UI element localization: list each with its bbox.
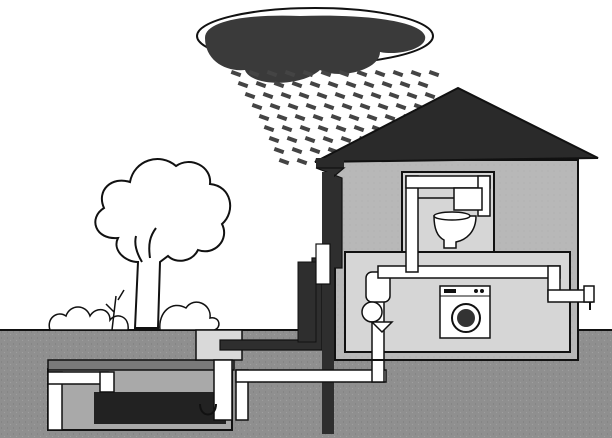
rain-streak — [309, 80, 321, 89]
rain-streak — [334, 92, 346, 100]
rain-streak — [388, 92, 400, 100]
rain-streak — [417, 81, 429, 89]
rain-streak — [410, 70, 422, 78]
rain-streak — [399, 81, 411, 89]
rain-streak — [317, 125, 329, 133]
rain-streak — [280, 92, 292, 100]
rain-streak — [244, 92, 256, 100]
rain-streak — [294, 114, 306, 122]
rain-streak — [263, 125, 275, 133]
rain-streak — [273, 147, 285, 155]
rain-streak — [356, 70, 368, 78]
rain-streak — [366, 114, 378, 122]
rain-streak — [392, 69, 404, 78]
shrubs — [48, 289, 220, 331]
rain-streak — [348, 114, 360, 122]
rain-streak — [278, 158, 290, 166]
rain-streak — [309, 147, 321, 155]
outdoor-tap-icon — [583, 285, 595, 310]
rain-streak — [302, 70, 314, 78]
rain-streak — [338, 70, 350, 78]
rain-streak — [258, 114, 270, 122]
toilet-icon — [418, 187, 483, 249]
rain-streak — [286, 135, 298, 144]
rain-cloud-icon — [196, 7, 434, 83]
rain-streak — [296, 158, 308, 166]
rain-streak — [374, 70, 386, 78]
rain-streak — [298, 92, 310, 100]
rain-streak — [299, 125, 311, 133]
rain-streak — [268, 136, 280, 144]
rain-streak — [352, 92, 364, 100]
rain-streak — [251, 103, 263, 111]
rain-streak — [262, 92, 274, 100]
rain-streak — [323, 103, 335, 111]
rain-streak — [266, 70, 278, 78]
rain-streak — [230, 70, 242, 78]
rain-streak — [359, 103, 371, 111]
rain-streak — [291, 147, 303, 155]
rain-streak — [377, 103, 389, 111]
rain-streak — [335, 125, 347, 133]
rain-streak — [284, 70, 296, 78]
stored-water — [94, 392, 226, 424]
rain-streak — [255, 81, 267, 89]
rain-streak — [406, 92, 418, 100]
rain-streak — [381, 81, 393, 89]
rain-streak — [353, 125, 365, 133]
rain-streak — [370, 92, 382, 100]
rain-streak — [330, 114, 342, 122]
rain-streak — [312, 114, 324, 122]
underground-cistern — [47, 359, 235, 431]
filter-unit — [195, 329, 243, 421]
overflow-pipe — [47, 371, 115, 431]
rain-streak — [322, 136, 334, 144]
rain-streak — [291, 81, 303, 89]
pump-icon — [361, 301, 394, 334]
rain-streak — [363, 81, 375, 89]
rain-streak — [424, 92, 436, 100]
rain-streak — [281, 125, 293, 133]
rain-streak — [304, 136, 316, 144]
rain-streak — [341, 103, 353, 111]
rain-streak — [320, 70, 332, 78]
rain-streak — [276, 114, 288, 122]
rain-streak — [305, 103, 317, 111]
rain-streak — [345, 81, 357, 89]
rain-streak — [428, 70, 440, 78]
tree-icon — [94, 158, 231, 329]
rain-streak — [384, 114, 396, 122]
rain-streak — [269, 103, 281, 111]
rain-streak — [248, 70, 260, 78]
rain-streak — [287, 103, 299, 111]
washing-machine-icon — [439, 285, 491, 339]
roof — [314, 86, 599, 163]
rain-streak — [395, 103, 407, 111]
rain-streak — [340, 136, 352, 144]
rain-streak — [237, 81, 249, 89]
house-piping — [377, 175, 593, 303]
rain-streak — [273, 81, 285, 89]
downpipe — [219, 167, 346, 434]
rain-streak — [327, 81, 339, 89]
rain-streak — [316, 92, 328, 100]
